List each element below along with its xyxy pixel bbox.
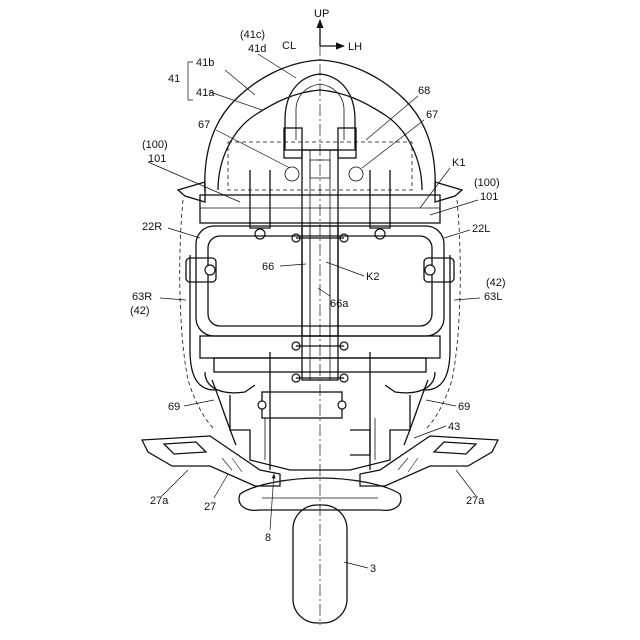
footrest-left-pad [164,442,206,454]
label-41c: (41c) [240,29,265,41]
reference-labels: UP CL LH (41c) 41d 41 41b 41a 68 67 67 (… [130,8,506,575]
label-67-left: 67 [198,119,210,131]
guide-69-left [212,380,236,445]
label-101-right: 101 [480,191,498,203]
label-k1: K1 [452,157,465,169]
label-41a: 41a [196,87,215,99]
label-66a: 66a [330,298,349,310]
label-42-left: (42) [130,305,150,317]
label-27a-left: 27a [150,495,169,507]
label-100-left: (100) [142,139,168,151]
label-27: 27 [204,501,216,513]
case-bolt [205,265,215,275]
cover-inner-left [218,90,320,190]
label-22r: 22R [142,221,162,233]
label-68: 68 [418,85,430,97]
label-100-right: (100) [474,177,500,189]
label-27a-right: 27a [466,495,485,507]
label-69-right: 69 [458,401,470,413]
hole-right [349,167,363,181]
bracket-left [284,128,302,158]
label-63l: 63L [484,291,502,303]
label-69-left: 69 [168,401,180,413]
label-41b: 41b [196,57,214,69]
label-up: UP [314,8,329,20]
lower-clamp [262,392,342,418]
label-k2: K2 [366,271,379,283]
hanger-bolt-right [375,229,385,239]
label-3: 3 [370,563,376,575]
label-66: 66 [262,261,274,273]
brace-41 [188,62,193,100]
label-8: 8 [265,532,271,544]
hanger-bolt-left [255,229,265,239]
cover-inner-right [320,90,422,190]
case-bolt [425,265,435,275]
leader-lines [148,54,480,568]
label-lh: LH [348,41,362,53]
label-41d: 41d [248,43,266,55]
bracket-right [338,128,356,158]
label-22l: 22L [472,223,490,235]
label-43: 43 [448,421,460,433]
guide-69-right [404,380,428,445]
label-67-right: 67 [426,109,438,121]
footrest-right-pad [434,442,476,454]
side-cover-63R [180,200,215,430]
label-41: 41 [168,73,180,85]
hole-left [285,167,299,181]
step-43 [350,430,370,455]
label-101-left: 101 [148,153,166,165]
wing-right [435,182,462,202]
label-42-right: (42) [486,277,506,289]
label-cl: CL [282,40,296,52]
hanger-left [250,170,270,228]
direction-indicator [320,20,344,625]
hanger-right [370,170,390,228]
label-63r: 63R [132,291,152,303]
